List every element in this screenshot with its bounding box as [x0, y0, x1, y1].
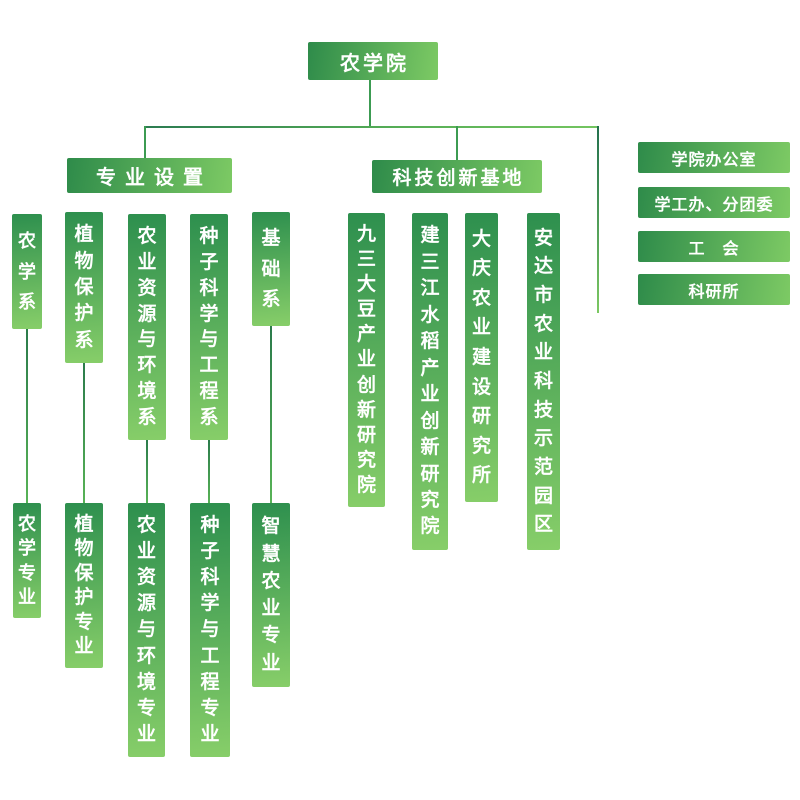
major-box-1: 农学专业 — [13, 503, 41, 618]
institute-box-2-label: 建三江水稻产业创新研究院 — [420, 225, 440, 538]
institute-box-1: 九三大豆产业创新研究院 — [348, 213, 385, 507]
admin-box-research-institute: 科研所 — [638, 274, 790, 305]
connector-root-vertical — [369, 80, 371, 127]
major-box-4: 种子科学与工程专业 — [190, 503, 230, 757]
connector-drop-right — [597, 126, 599, 313]
connector-dept1-major1 — [26, 329, 28, 503]
branch-majors-header: 专业设置 — [67, 158, 232, 193]
connector-dept5-major5 — [270, 326, 272, 503]
institute-box-3-label: 大庆农业建设研究所 — [471, 228, 491, 487]
dept-box-1-label: 农学系 — [18, 231, 36, 312]
dept-box-4: 种子科学与工程系 — [190, 214, 228, 440]
connector-dept4-major4 — [208, 440, 210, 503]
admin-box-student-affairs: 学工办、分团委 — [638, 187, 790, 218]
branch-tech-header: 科技创新基地 — [372, 160, 542, 193]
major-box-5: 智慧农业专业 — [252, 503, 290, 687]
connector-drop-left — [144, 126, 146, 159]
dept-box-4-label: 种子科学与工程系 — [199, 225, 219, 428]
institute-box-1-label: 九三大豆产业创新研究院 — [356, 224, 376, 496]
major-box-1-label: 农学专业 — [18, 514, 36, 607]
institute-box-2: 建三江水稻产业创新研究院 — [412, 213, 448, 550]
institute-box-3: 大庆农业建设研究所 — [465, 213, 498, 502]
major-box-5-label: 智慧农业专业 — [261, 516, 281, 674]
connector-horizontal — [144, 126, 599, 128]
dept-box-5: 基础系 — [252, 212, 290, 326]
connector-dept2-major2 — [83, 363, 85, 503]
major-box-4-label: 种子科学与工程专业 — [200, 515, 220, 745]
root-node-box: 农学院 — [308, 42, 438, 80]
dept-box-3: 农业资源与环境系 — [128, 214, 166, 440]
dept-box-2: 植物保护系 — [65, 212, 103, 363]
connector-drop-middle — [456, 126, 458, 161]
major-box-2: 植物保护专业 — [65, 503, 103, 668]
dept-box-2-label: 植物保护系 — [74, 224, 94, 351]
major-box-3: 农业资源与环境专业 — [128, 503, 165, 757]
dept-box-5-label: 基础系 — [261, 228, 281, 310]
dept-box-1: 农学系 — [12, 214, 42, 329]
admin-box-labor-union: 工 会 — [638, 231, 790, 262]
major-box-3-label: 农业资源与环境专业 — [136, 515, 156, 745]
institute-box-4-label: 安达市农业科技示范园区 — [533, 227, 553, 536]
institute-box-4: 安达市农业科技示范园区 — [527, 213, 560, 550]
major-box-2-label: 植物保护专业 — [74, 513, 94, 658]
connector-dept3-major3 — [146, 440, 148, 503]
dept-box-3-label: 农业资源与环境系 — [137, 225, 157, 428]
admin-box-office: 学院办公室 — [638, 142, 790, 173]
